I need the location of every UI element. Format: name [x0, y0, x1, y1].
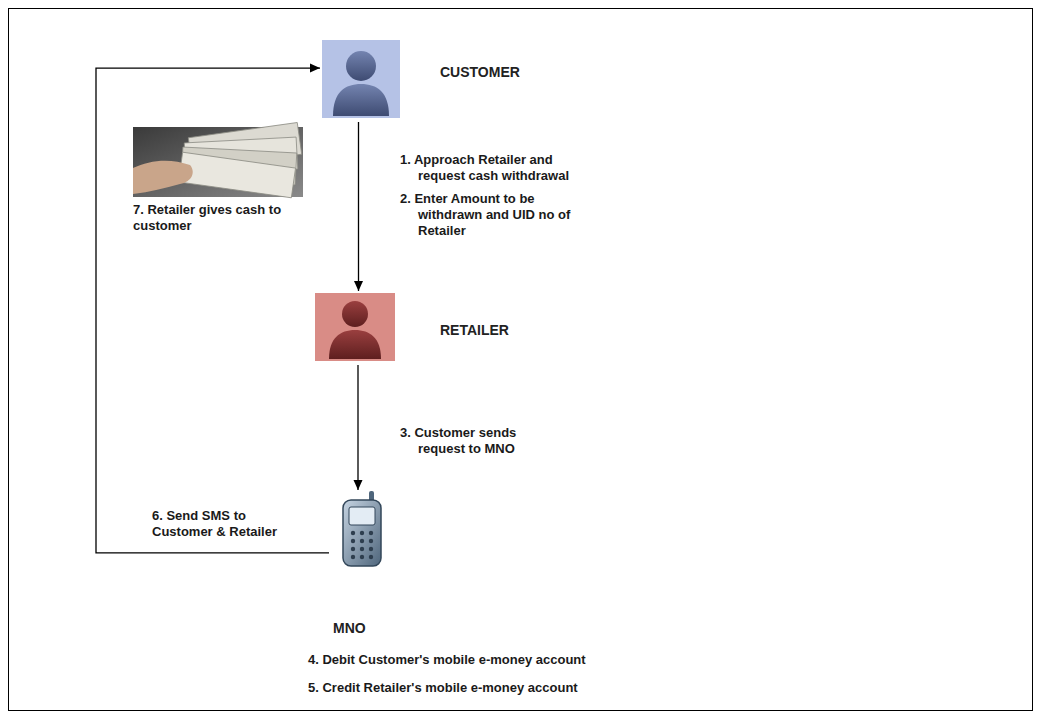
step-text: 1. Approach Retailer and request cash wi…: [400, 152, 576, 184]
phone-icon: [343, 491, 381, 566]
step-text: 4. Debit Customer's mobile e-money accou…: [308, 652, 586, 668]
connector-arrow: [96, 64, 329, 553]
frame: [9, 9, 1033, 711]
step-text: 2. Enter Amount to be withdrawn and UID …: [400, 191, 576, 239]
arrowhead: [354, 281, 363, 291]
cash-photo: [133, 123, 303, 198]
connector-line: [96, 68, 329, 553]
node-label: RETAILER: [440, 322, 509, 338]
mno-node: MNO: [335, 492, 381, 568]
step-text: 5. Credit Retailer's mobile e-money acco…: [308, 680, 578, 696]
node-label: CUSTOMER: [440, 64, 520, 80]
connector-line: [358, 122, 359, 291]
retailer-node: RETAILER: [315, 293, 395, 361]
customer-node: CUSTOMER: [322, 40, 400, 118]
connector-arrow: [354, 122, 363, 291]
edge-label: 3. Customer sends request to MNO: [400, 425, 552, 457]
edge-label: 6. Send SMS to Customer & Retailer: [152, 508, 308, 540]
customer-icon: [322, 40, 400, 118]
retailer-icon: [315, 293, 395, 361]
step-text: 7. Retailer gives cash to customer: [133, 202, 311, 234]
connector-line: [357, 365, 358, 490]
node-label: MNO: [333, 620, 366, 636]
arrowhead: [310, 64, 320, 73]
connector-arrow: [354, 365, 363, 490]
arrowhead: [354, 480, 363, 490]
